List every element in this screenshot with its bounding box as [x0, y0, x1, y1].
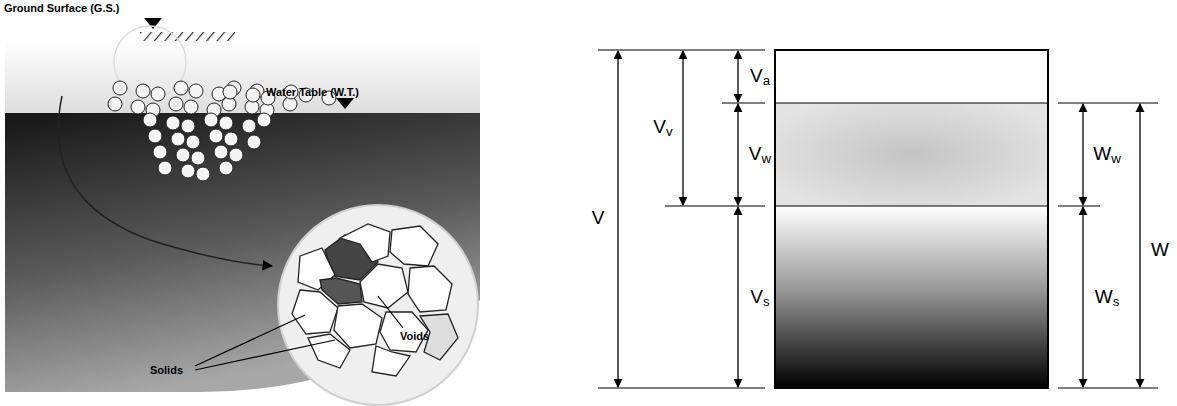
dimension-label: W — [1151, 240, 1169, 261]
dimension-label: Va — [750, 66, 770, 89]
zoom-circle-large — [278, 205, 478, 405]
ground-surface-label: Ground Surface (G.S.) — [4, 2, 120, 14]
soil-particle — [214, 145, 228, 159]
soil-particle — [181, 119, 195, 133]
ground-surface-hatch — [140, 32, 235, 41]
water-table-marker — [336, 98, 354, 109]
water-table-label: Water Table (W.T.) — [266, 86, 359, 98]
soil-particle — [224, 132, 238, 146]
soil-particle — [143, 113, 157, 127]
soil-particle — [181, 164, 195, 178]
soil-particle — [171, 132, 185, 146]
leader-lines — [195, 296, 403, 370]
soil-particle — [176, 148, 190, 162]
dimension-label: Ww — [1093, 144, 1121, 167]
soil-particle — [151, 87, 165, 101]
soil-particle — [186, 135, 200, 149]
soil-particle — [247, 135, 261, 149]
dimension-label: Vs — [750, 287, 769, 310]
dimension-arrows — [618, 51, 1140, 387]
soil-particle — [246, 88, 260, 102]
solids-label: Solids — [150, 364, 183, 376]
soil-particle — [204, 113, 218, 127]
soil-particle — [242, 119, 256, 133]
soil-particle — [108, 97, 122, 111]
extension-lines — [598, 50, 1158, 388]
soil-particle — [148, 129, 162, 143]
soil-particle — [174, 81, 188, 95]
soil-particle — [196, 167, 210, 181]
soil-particle — [158, 161, 172, 175]
phase-box — [775, 50, 1048, 388]
soil-particle — [113, 81, 127, 95]
saturated-soil — [5, 113, 480, 392]
soil-particle — [219, 116, 233, 130]
dimension-label: Ws — [1095, 287, 1120, 310]
soil-particle — [209, 129, 223, 143]
solid-phase — [775, 206, 1048, 388]
soil-particle — [257, 113, 271, 127]
soil-particle — [189, 84, 203, 98]
water-phase — [775, 103, 1048, 206]
soil-particle — [191, 151, 205, 165]
dimension-label: Vv — [653, 117, 672, 140]
soil-particle — [153, 145, 167, 159]
air-phase — [775, 50, 1048, 103]
voids-label: Voids — [400, 330, 429, 342]
phase-boundary — [775, 102, 1048, 103]
soil-particle — [184, 100, 198, 114]
soil-particle — [166, 116, 180, 130]
soil-grains — [292, 224, 458, 376]
soil-particle — [169, 97, 183, 111]
soil-particle — [219, 161, 233, 175]
soil-particle — [131, 100, 145, 114]
phase-boundary — [775, 205, 1048, 206]
soil-particle — [223, 85, 237, 99]
dimension-label: Vw — [749, 144, 771, 167]
dimension-label: V — [592, 208, 605, 229]
soil-particle — [136, 84, 150, 98]
soil-particle — [229, 148, 243, 162]
unsaturated-soil — [5, 40, 480, 115]
zoom-arrow — [58, 96, 272, 266]
